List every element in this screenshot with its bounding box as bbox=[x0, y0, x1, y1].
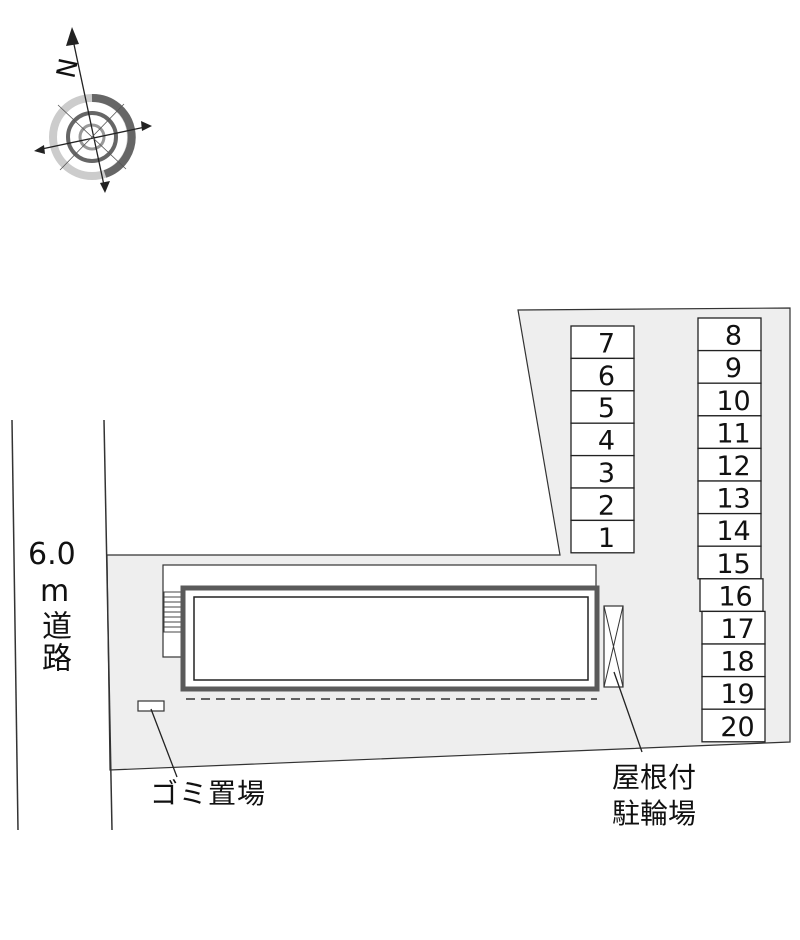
road-width-unit: m bbox=[40, 574, 70, 609]
road-label: 道路 bbox=[36, 610, 71, 674]
parking-space-number-16: 16 bbox=[718, 581, 752, 612]
parking-space-number-11: 11 bbox=[716, 418, 750, 449]
parking-space-13 bbox=[697, 480, 762, 515]
parking-space-number-9: 9 bbox=[725, 353, 742, 384]
road-edge-left bbox=[11, 419, 19, 831]
building-inner-wall bbox=[193, 596, 589, 681]
bicycle-parking-label-line1: 屋根付 bbox=[612, 761, 697, 794]
parking-space-11 bbox=[697, 415, 762, 450]
parking-space-number-19: 19 bbox=[720, 679, 754, 710]
parking-space-6 bbox=[570, 357, 635, 392]
parking-space-18 bbox=[701, 643, 766, 678]
parking-space-4 bbox=[570, 422, 635, 457]
bicycle-parking-label-line2: 駐輪場 bbox=[612, 797, 697, 830]
parking-space-number-1: 1 bbox=[598, 523, 615, 554]
parking-space-number-20: 20 bbox=[720, 712, 754, 743]
road-width-value: 6.0 bbox=[28, 537, 76, 572]
garbage-area-leader bbox=[150, 708, 178, 778]
parking-space-number-7: 7 bbox=[598, 328, 615, 359]
parking-space-number-8: 8 bbox=[725, 321, 742, 352]
parking-space-9 bbox=[697, 349, 762, 384]
road-edge-right bbox=[103, 419, 113, 831]
lot-area bbox=[106, 307, 791, 771]
parking-space-16 bbox=[699, 578, 764, 613]
parking-space-number-6: 6 bbox=[598, 361, 615, 392]
north-label: N bbox=[51, 56, 84, 81]
parking-space-number-13: 13 bbox=[716, 484, 750, 515]
parking-space-number-5: 5 bbox=[598, 393, 615, 424]
parking-space-number-15: 15 bbox=[716, 549, 750, 580]
parking-space-8 bbox=[697, 317, 762, 352]
parking-space-7 bbox=[570, 325, 635, 360]
garbage-area-box bbox=[137, 700, 165, 712]
parking-space-17 bbox=[701, 610, 766, 645]
parking-space-19 bbox=[701, 675, 766, 710]
parking-space-number-4: 4 bbox=[598, 426, 615, 457]
parking-space-1 bbox=[570, 519, 635, 554]
bicycle-parking-leader bbox=[613, 671, 643, 753]
north-arrow-compass-icon bbox=[34, 27, 152, 193]
stairs bbox=[163, 591, 183, 633]
parking-space-number-10: 10 bbox=[716, 386, 750, 417]
parking-space-number-17: 17 bbox=[720, 614, 754, 645]
parking-space-number-14: 14 bbox=[716, 516, 750, 547]
parking-space-15 bbox=[697, 545, 762, 580]
parking-space-number-12: 12 bbox=[716, 451, 750, 482]
parking-space-number-3: 3 bbox=[598, 458, 615, 489]
garbage-area-label: ゴミ置場 bbox=[150, 777, 267, 810]
bicycle-parking-structure bbox=[603, 605, 624, 688]
parking-space-number-2: 2 bbox=[598, 490, 615, 521]
parking-space-20 bbox=[701, 708, 766, 743]
parking-space-10 bbox=[697, 382, 762, 417]
parking-space-number-18: 18 bbox=[720, 647, 754, 678]
